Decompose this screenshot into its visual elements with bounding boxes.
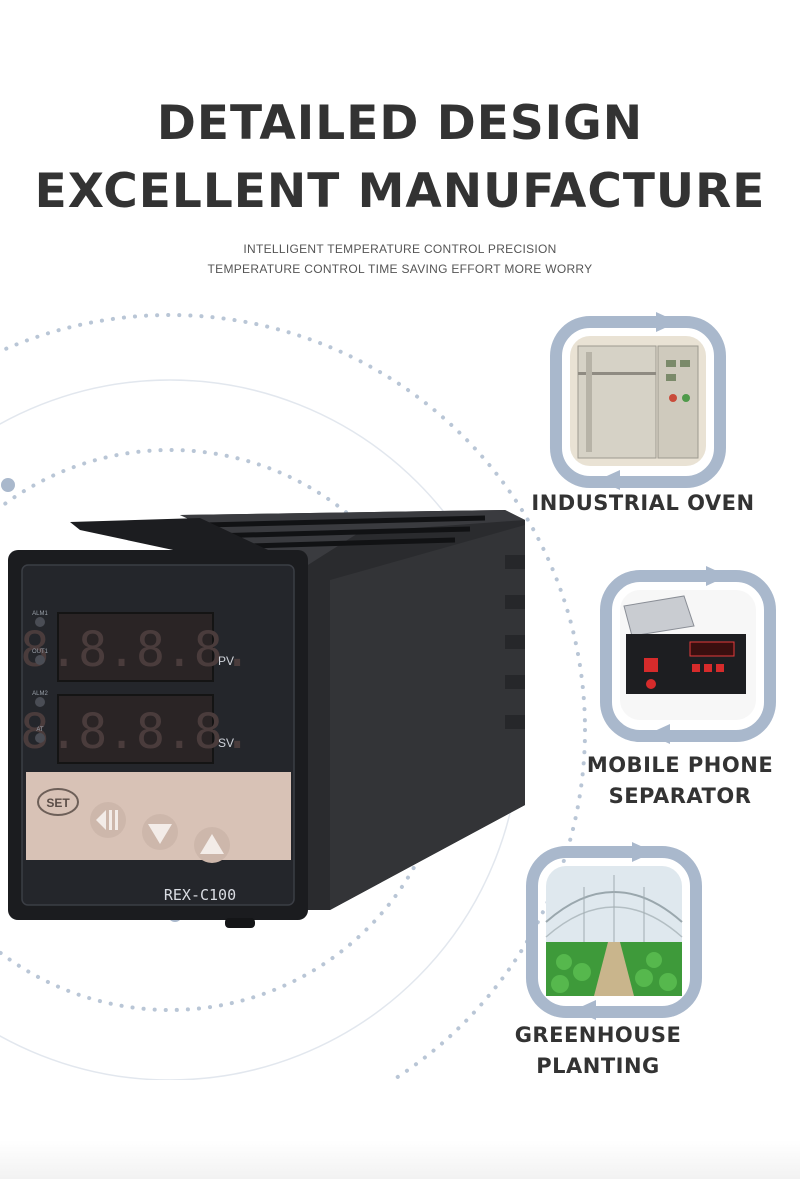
model-label: REX-C100 [164,886,236,904]
temperature-controller: 8.8.8.8. 8.8.8.8. PV SV ALM1 OUT1 ALM2 A… [8,510,525,928]
cycle-arrow-icon [648,724,670,744]
controller-side [330,525,525,910]
cycle-arrow-icon [656,312,678,332]
up-button[interactable] [194,827,230,863]
heat-fins [505,555,525,729]
pv-display [57,612,214,682]
orbit-dot [1,478,15,492]
sv-digits: 8.8.8.8. [20,704,251,760]
sv-display [57,694,214,764]
accent-ring [550,316,726,488]
indicator-out1: OUT1 [32,649,49,655]
accent-ring [526,846,702,1018]
application-label-phone-separator: MOBILE PHONE SEPARATOR [586,753,774,808]
indicator-alm1: ALM1 [32,611,48,617]
indicator-lamps [35,617,45,743]
sv-label: SV [218,736,234,750]
outer-dotted-orbit [0,313,587,1080]
up-arrow-icon [200,834,224,854]
cycle-arrow-icon [574,1000,596,1020]
shift-button[interactable] [90,802,126,838]
industrial-oven-image [550,312,726,490]
bottom-fade [0,1140,800,1179]
subtitle-line-2: TEMPERATURE CONTROL TIME SAVING EFFORT M… [207,262,593,276]
shift-left-icon [96,810,106,830]
controller-foot [225,918,255,928]
down-arrow-icon [148,824,172,844]
headline-line-2: EXCELLENT MANUFACTURE [34,164,766,219]
subtitle-line-1: INTELLIGENT TEMPERATURE CONTROL PRECISIO… [243,242,557,256]
cycle-arrow-icon [706,566,728,586]
greenhouse-image [526,842,702,1020]
pv-label: PV [218,654,234,668]
separator-plate [623,595,695,637]
cycle-arrow-icon [632,842,654,862]
down-button[interactable] [142,814,178,850]
set-button[interactable]: SET [37,788,79,816]
application-label-industrial-oven: INDUSTRIAL OVEN [531,491,755,515]
headline-line-1: DETAILED DESIGN [156,96,644,151]
indicator-at: AT [36,727,44,733]
set-button-label: SET [46,796,70,810]
pv-digits: 8.8.8.8. [20,622,251,678]
phone-separator-image [600,566,776,744]
cycle-arrow-icon [598,470,620,490]
accent-ring [600,570,776,742]
indicator-alm2: ALM2 [32,691,48,697]
application-label-greenhouse: GREENHOUSE PLANTING [514,1023,682,1078]
greenhouse-path [594,942,634,996]
